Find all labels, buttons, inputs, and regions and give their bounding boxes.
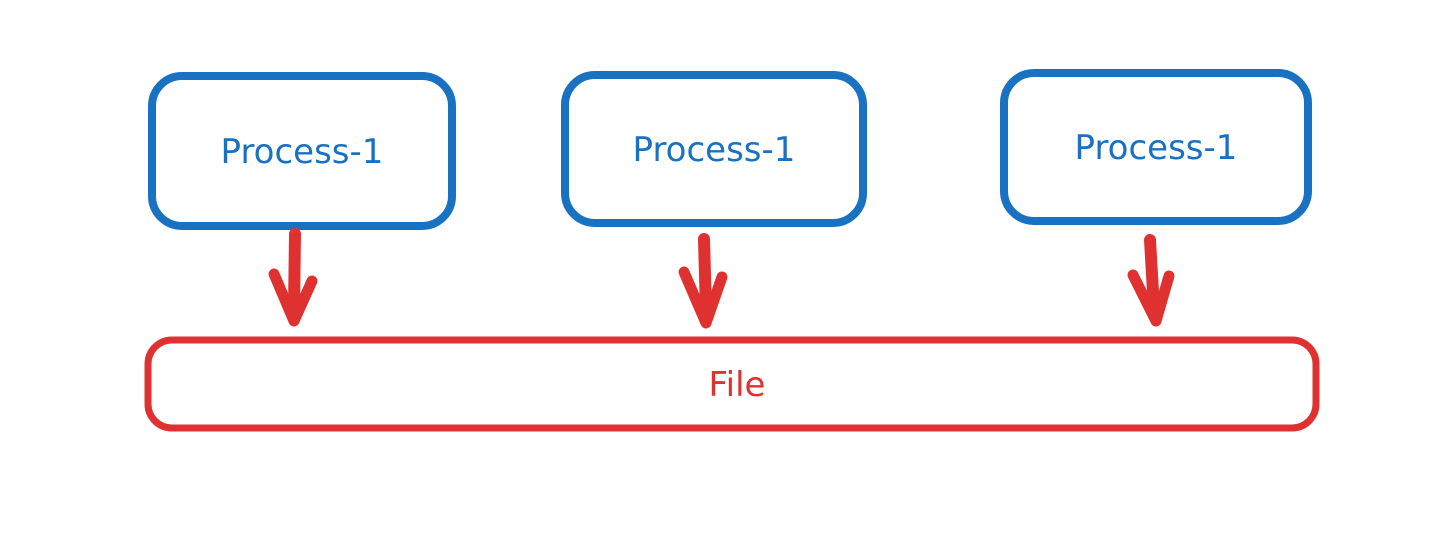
arrow-process-2-to-file [678,233,728,329]
arrow-2-down-arrow-icon [678,266,728,329]
process-node-1: Process-1 [148,72,456,230]
process-node-2-label: Process-1 [633,130,796,170]
arrow-process-3-to-file [1127,234,1175,327]
file-node-label: File [709,365,766,405]
process-node-1-label: Process-1 [221,132,384,172]
arrow-1-down-arrow-icon [268,268,318,327]
arrow-3-shaft-icon [1144,234,1160,315]
arrow-1-shaft-icon [288,228,301,316]
process-node-3-shape [1000,69,1312,225]
process-node-2-shape [561,71,867,227]
file-node-shape [144,336,1320,432]
file-node: File [144,336,1320,432]
process-node-1-shape [148,72,456,230]
arrow-process-1-to-file [268,228,318,327]
process-node-3: Process-1 [1000,69,1312,225]
arrow-3-down-arrow-icon [1127,269,1175,327]
process-node-2: Process-1 [561,71,867,227]
arrow-2-shaft-icon [698,233,712,318]
process-node-3-label: Process-1 [1075,128,1238,168]
